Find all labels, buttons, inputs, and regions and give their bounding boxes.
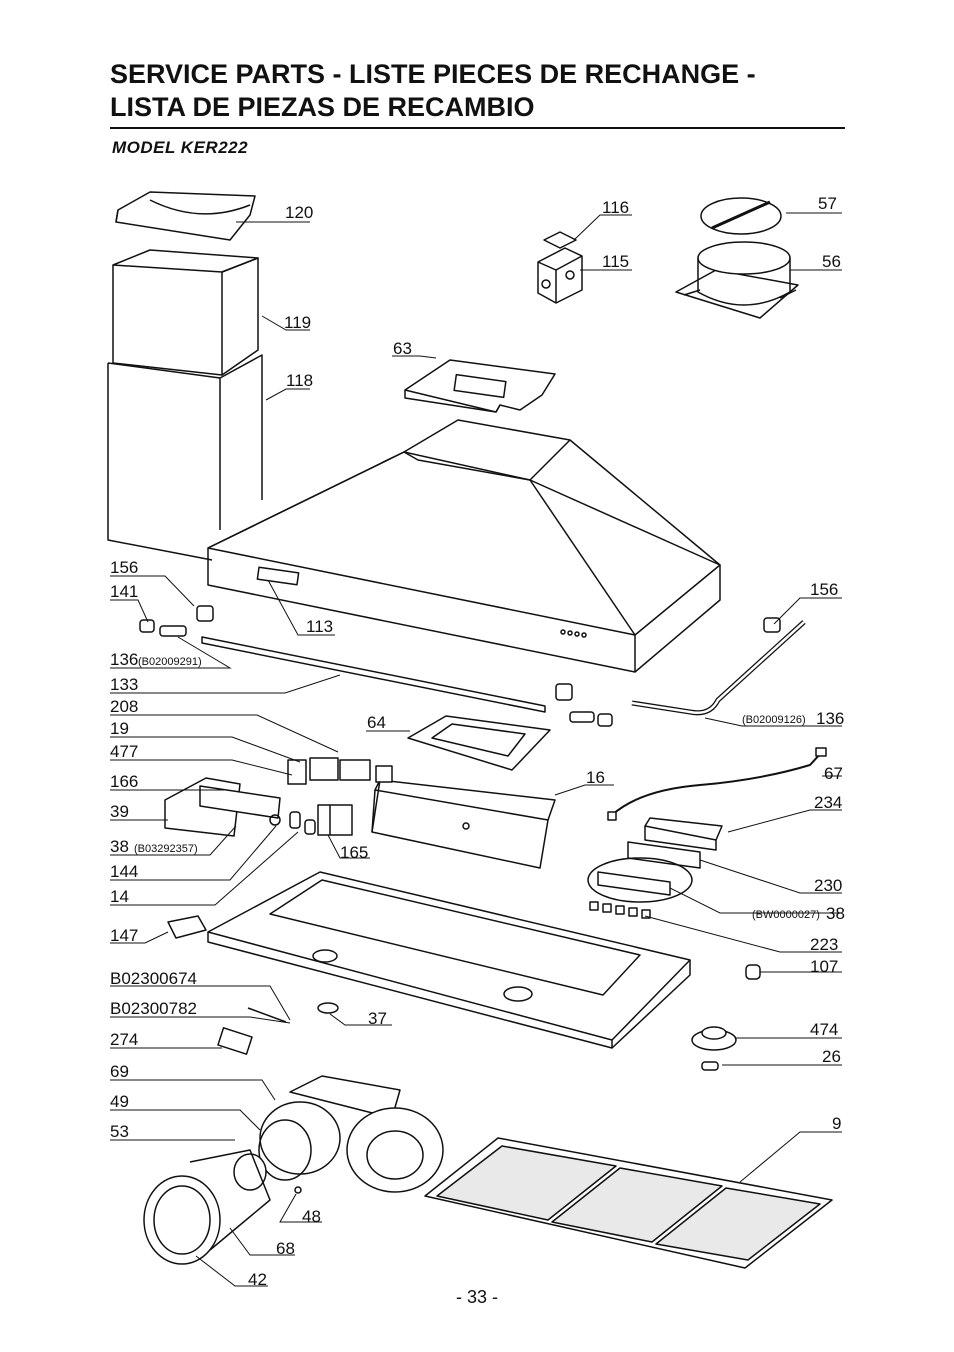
label-144: 144 — [110, 862, 138, 881]
label-156-left: 156 — [110, 558, 138, 577]
label-165: 165 — [340, 843, 368, 862]
part-118-lower-chimney — [107, 354, 263, 561]
label-57: 57 — [818, 194, 837, 213]
label-107: 107 — [810, 957, 838, 976]
label-37: 37 — [368, 1009, 387, 1028]
label-b02300674: B02300674 — [110, 969, 197, 988]
label-38-left-code: (B03292357) — [134, 843, 198, 855]
part-labels: 120 116 115 57 56 119 118 63 156 141 113… — [110, 194, 845, 1289]
label-113: 113 — [306, 617, 333, 636]
hood-lower-body — [207, 871, 691, 1049]
part-63-mounting-bracket — [404, 359, 556, 413]
label-136-left: 136 — [110, 650, 138, 669]
label-119: 119 — [284, 313, 311, 332]
label-48: 48 — [302, 1207, 321, 1226]
label-230: 230 — [814, 876, 842, 895]
label-b02300782: B02300782 — [110, 999, 197, 1018]
part-64-plate — [407, 715, 551, 771]
page-title: SERVICE PARTS - LISTE PIECES DE RECHANGE… — [110, 58, 850, 124]
part-37-lamp-holder — [217, 1002, 339, 1055]
label-38-right-code: (BW0000027) — [752, 909, 820, 921]
label-68: 68 — [276, 1239, 295, 1258]
label-474: 474 — [810, 1020, 838, 1039]
part-9-grease-filters — [424, 1137, 833, 1269]
label-63: 63 — [393, 339, 412, 358]
label-19: 19 — [110, 719, 129, 738]
label-115: 115 — [602, 252, 629, 271]
label-14: 14 — [110, 887, 129, 906]
part-16-control-bracket — [371, 779, 556, 869]
part-230-control-keys — [587, 841, 701, 919]
part-19-switch-assembly — [287, 757, 393, 785]
label-136-left-code: (B02009291) — [138, 656, 202, 668]
label-38-left: 38 — [110, 837, 129, 856]
label-118: 118 — [286, 371, 313, 390]
hood-canopy — [207, 419, 721, 673]
label-208: 208 — [110, 697, 138, 716]
part-234-button-panel — [644, 817, 723, 851]
part-147-terminal-block — [167, 915, 207, 939]
part-156-141-left-fittings — [139, 605, 214, 637]
label-223: 223 — [810, 935, 838, 954]
part-107-474-26 — [691, 964, 761, 1071]
label-64: 64 — [367, 713, 386, 732]
label-136-right: 136 — [816, 709, 844, 728]
title-rule — [110, 127, 845, 129]
label-56: 56 — [822, 252, 841, 271]
label-42: 42 — [248, 1270, 267, 1289]
model-label: MODEL KER222 — [112, 138, 249, 157]
part-136-right-bent-tube — [555, 617, 806, 727]
page-number: - 33 - — [455, 1287, 498, 1307]
part-39-pcb — [164, 777, 281, 837]
part-56-duct-collar — [675, 241, 799, 319]
label-120: 120 — [285, 203, 313, 222]
label-156-right: 156 — [810, 580, 838, 599]
label-133: 133 — [110, 675, 138, 694]
part-119-upper-chimney — [112, 249, 259, 376]
label-69: 69 — [110, 1062, 129, 1081]
label-16: 16 — [586, 768, 605, 787]
label-38-right: 38 — [826, 904, 845, 923]
part-133-tube — [201, 636, 546, 713]
part-69-blower-assembly — [143, 1075, 444, 1265]
label-136-right-code: (B02009126) — [742, 714, 806, 726]
part-115-junction-box — [537, 231, 583, 304]
label-9: 9 — [832, 1114, 841, 1133]
title-line-2: LISTA DE PIEZAS DE RECAMBIO — [110, 92, 535, 122]
label-141: 141 — [110, 582, 138, 601]
label-147: 147 — [110, 926, 138, 945]
label-67: 67 — [824, 764, 843, 783]
leader-lines — [110, 212, 842, 1287]
label-166: 166 — [110, 772, 138, 791]
label-39: 39 — [110, 802, 129, 821]
label-274: 274 — [110, 1030, 138, 1049]
label-477: 477 — [110, 742, 138, 761]
part-57-damper — [700, 197, 782, 235]
title-line-1: SERVICE PARTS - LISTE PIECES DE RECHANGE… — [110, 59, 756, 89]
label-116: 116 — [602, 198, 629, 217]
label-49: 49 — [110, 1092, 129, 1111]
part-67-wire — [607, 747, 827, 821]
label-234: 234 — [814, 793, 842, 812]
label-26: 26 — [822, 1047, 841, 1066]
label-53: 53 — [110, 1122, 129, 1141]
part-165-capacitor — [289, 804, 353, 836]
part-120-top-bracket — [115, 191, 256, 241]
